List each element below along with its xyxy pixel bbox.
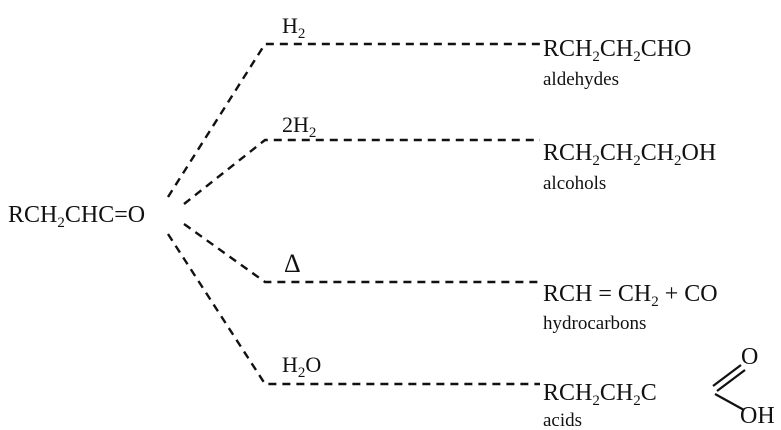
- carbonyl-double-bond-line-2: [716, 369, 746, 392]
- carbonyl-oxygen: O: [741, 344, 758, 370]
- carbonyl-double-bond-line-1: [712, 364, 742, 387]
- dashed-pathways: [166, 42, 540, 386]
- product-class-acids: acids: [543, 410, 582, 430]
- pathway-line-alcohols: [183, 138, 540, 205]
- product-formula-aldehyde: RCH2CH2CHO: [543, 36, 691, 65]
- pathway-line-hydrocarbons: [183, 223, 540, 284]
- product-class-alcohols: alcohols: [543, 173, 606, 194]
- product-formula-alcohol: RCH2CH2CH2OH: [543, 140, 716, 169]
- reactant-formula: RCH2CHC=O: [8, 202, 145, 231]
- carboxyl-bonds: [712, 364, 746, 411]
- product-class-aldehydes: aldehydes: [543, 69, 619, 90]
- condition-label-h2o: H2O: [282, 352, 321, 381]
- product-formula-hydrocarbon: RCH = CH2 + CO: [543, 281, 718, 310]
- product-formula-acid: RCH2CH2C: [543, 380, 657, 409]
- pathway-line-aldehydes: [166, 42, 540, 198]
- hydroxyl-group: OH: [740, 403, 775, 429]
- condition-label-heat: Δ: [284, 249, 301, 278]
- condition-label-h2: H2: [282, 13, 305, 42]
- condition-label-2h2: 2H2: [282, 112, 316, 141]
- product-class-hydrocarbons: hydrocarbons: [543, 313, 646, 334]
- pathway-line-acids: [166, 233, 540, 386]
- hydroxyl-single-bond: [714, 393, 745, 411]
